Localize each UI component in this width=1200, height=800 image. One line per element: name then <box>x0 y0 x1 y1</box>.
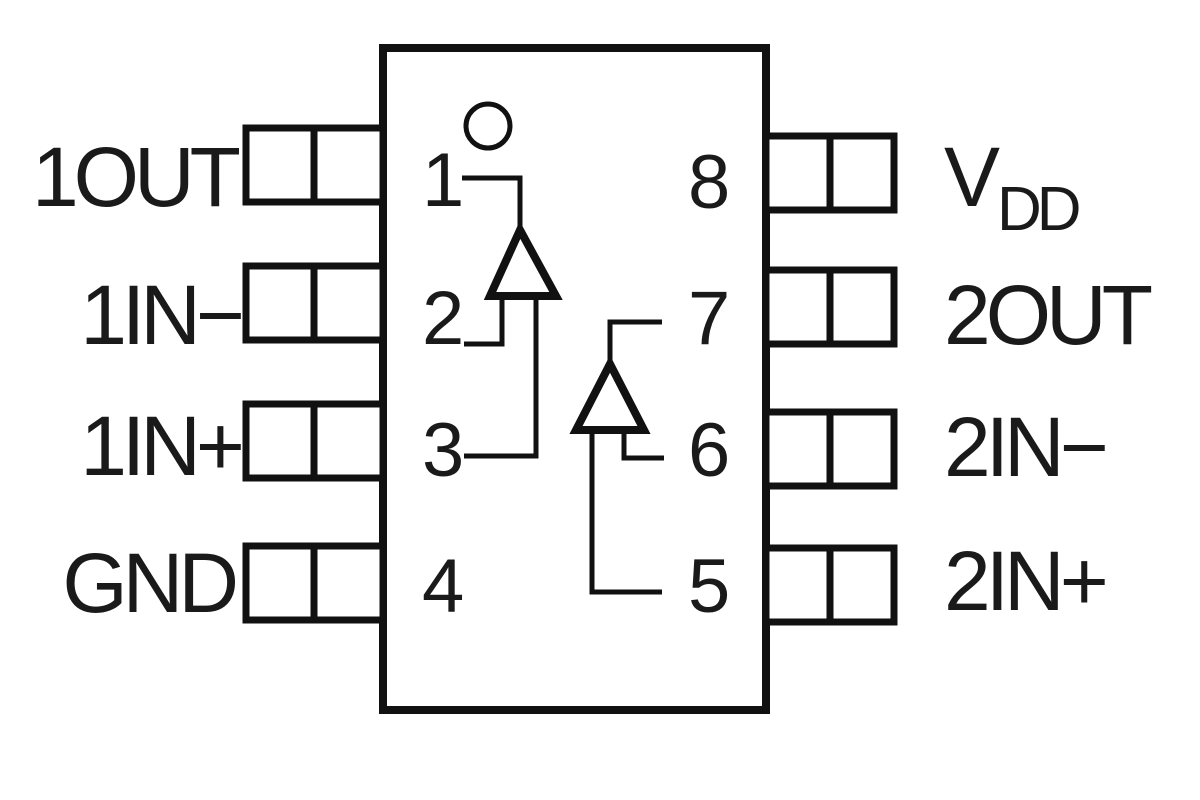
op-amp-1-triangle-icon <box>483 221 563 300</box>
pin1-marker-icon <box>463 101 513 151</box>
left-leads <box>242 124 387 624</box>
pin-label-7: 2OUT <box>944 268 1152 362</box>
lead-pin-1 <box>242 124 387 206</box>
lead-pin-3 <box>242 400 387 482</box>
pin-label-6: 2IN− <box>944 400 1105 494</box>
pin-label-4: GND <box>62 536 235 630</box>
pin-label-8-main: V <box>944 130 1000 224</box>
pin-number-7: 7 <box>688 276 730 361</box>
lead-pin-5 <box>762 544 898 626</box>
op-amp-2-triangle-icon <box>569 355 651 434</box>
op-amp-2-output-wire <box>607 319 662 364</box>
op-amp-1-inverting-wire <box>464 296 505 347</box>
pin-number-2: 2 <box>422 276 464 361</box>
pin-label-5: 2IN+ <box>944 534 1105 628</box>
pin-number-5: 5 <box>688 544 730 629</box>
ic-body <box>379 44 770 714</box>
op-amp-1-noninverting-wire <box>464 296 539 459</box>
op-amp-2-noninverting-wire <box>589 430 662 595</box>
op-amp-1 <box>462 175 563 459</box>
right-leads <box>762 132 898 626</box>
op-amp-1-output-wire <box>462 175 523 228</box>
pin-label-2: 1IN− <box>80 268 241 362</box>
pin-number-3: 3 <box>422 408 464 493</box>
pin-number-1: 1 <box>422 138 464 223</box>
pin-label-3: 1IN+ <box>80 399 241 493</box>
op-amp-2 <box>569 319 664 595</box>
pin-label-8-subscript: DD <box>997 175 1079 244</box>
lead-pin-4 <box>242 542 387 624</box>
pin-label-8: VDD <box>944 130 1079 244</box>
op-amp-2-inverting-wire <box>621 430 664 461</box>
pin-number-4: 4 <box>422 544 464 629</box>
lead-pin-7 <box>762 266 898 348</box>
lead-pin-8 <box>762 132 898 214</box>
pin-label-1: 1OUT <box>32 130 240 224</box>
lead-pin-6 <box>762 408 898 490</box>
pin-number-8: 8 <box>688 140 730 225</box>
pin-number-6: 6 <box>688 408 730 493</box>
lead-pin-2 <box>242 262 387 344</box>
